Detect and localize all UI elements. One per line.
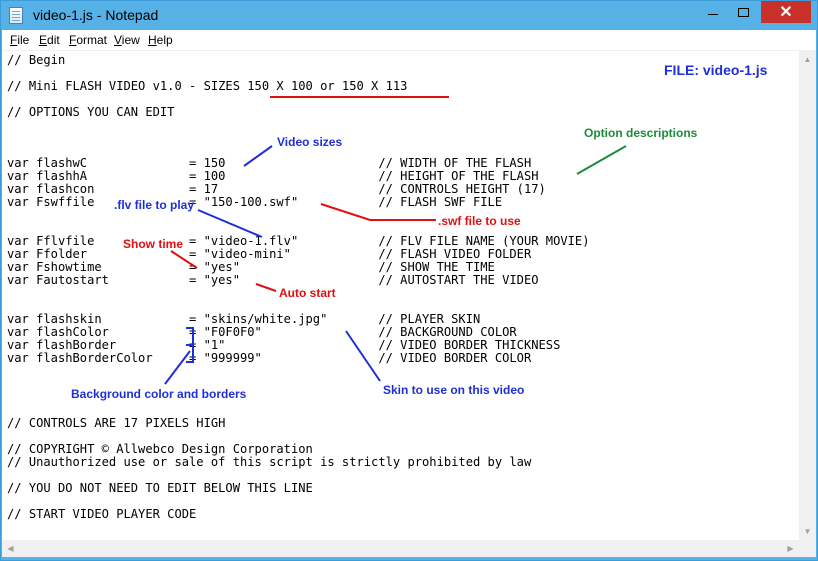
swf-file-label: .swf file to use (438, 214, 521, 228)
scroll-up-icon[interactable]: ▲ (803, 55, 812, 64)
code-line: // CONTROLS ARE 17 PIXELS HIGH (7, 416, 226, 430)
code-line: // Mini FLASH VIDEO v1.0 - SIZES 150 X 1… (7, 79, 408, 93)
code-line: // START VIDEO PLAYER CODE (7, 507, 197, 521)
show-time-label: Show time (123, 237, 184, 251)
menu-view[interactable]: View (114, 33, 140, 47)
code-line: var flashcon = 17 // CONTROLS HEIGHT (17… (7, 182, 546, 196)
code-line: var flashhA = 100 // HEIGHT OF THE FLASH (7, 169, 539, 183)
minimize-icon (708, 13, 718, 15)
file-label: FILE: video-1.js (664, 62, 768, 78)
code-line: // Begin (7, 53, 66, 67)
code-line: var flashskin = "skins/white.jpg" // PLA… (7, 312, 481, 326)
code-line: // COPYRIGHT © Allwebco Design Corporati… (7, 442, 313, 456)
menu-bar: File Edit Format View Help (2, 30, 816, 51)
code-line: var flashwC = 150 // WIDTH OF THE FLASH (7, 156, 532, 170)
code-line: var flashBorderColor = "999999" // VIDEO… (7, 351, 532, 365)
skin-label: Skin to use on this video (383, 383, 525, 397)
code-line: // Unauthorized use or sale of this scri… (7, 455, 532, 469)
option-descriptions-label: Option descriptions (584, 126, 698, 140)
menu-help[interactable]: Help (148, 33, 173, 47)
text-editor[interactable]: // Begin // Mini FLASH VIDEO v1.0 - SIZE… (2, 51, 799, 540)
maximize-icon (737, 7, 749, 17)
code-line: var Fflvfile = "video-1.flv" // FLV FILE… (7, 234, 590, 248)
code-line: var Ffolder = "video-mini" // FLASH VIDE… (7, 247, 532, 261)
code-line: // OPTIONS YOU CAN EDIT (7, 105, 175, 119)
close-icon: ✕ (779, 4, 793, 21)
window-title: video-1.js - Notepad (33, 7, 159, 23)
scroll-left-icon[interactable]: ◀ (7, 544, 14, 553)
scroll-down-icon[interactable]: ▼ (803, 527, 812, 536)
close-button[interactable]: ✕ (761, 1, 811, 23)
maximize-button[interactable] (729, 2, 757, 22)
code-line: var Fautostart = "yes" // AUTOSTART THE … (7, 273, 539, 287)
title-bar[interactable]: video-1.js - Notepad ✕ (1, 1, 817, 30)
menu-edit[interactable]: Edit (39, 33, 60, 47)
menu-format[interactable]: Format (69, 33, 108, 47)
scroll-right-icon[interactable]: ▶ (787, 544, 794, 553)
menu-file[interactable]: File (10, 33, 30, 47)
code-line: // YOU DO NOT NEED TO EDIT BELOW THIS LI… (7, 481, 313, 495)
vertical-scrollbar[interactable]: ▲ ▼ (799, 51, 816, 540)
code-line: var Fswffile = "150-100.swf" // FLASH SW… (7, 195, 503, 209)
auto-start-label: Auto start (279, 286, 336, 300)
video-sizes-label: Video sizes (277, 135, 343, 149)
horizontal-scrollbar[interactable]: ◀ ▶ (2, 540, 799, 557)
minimize-button[interactable] (699, 2, 727, 22)
notepad-icon (9, 7, 23, 24)
flv-file-label: .flv file to play (114, 198, 195, 212)
background-borders-label: Background color and borders (71, 387, 247, 401)
code-line: var flashColor = "F0F0F0" // BACKGROUND … (7, 325, 517, 339)
size-grip[interactable] (799, 540, 816, 557)
